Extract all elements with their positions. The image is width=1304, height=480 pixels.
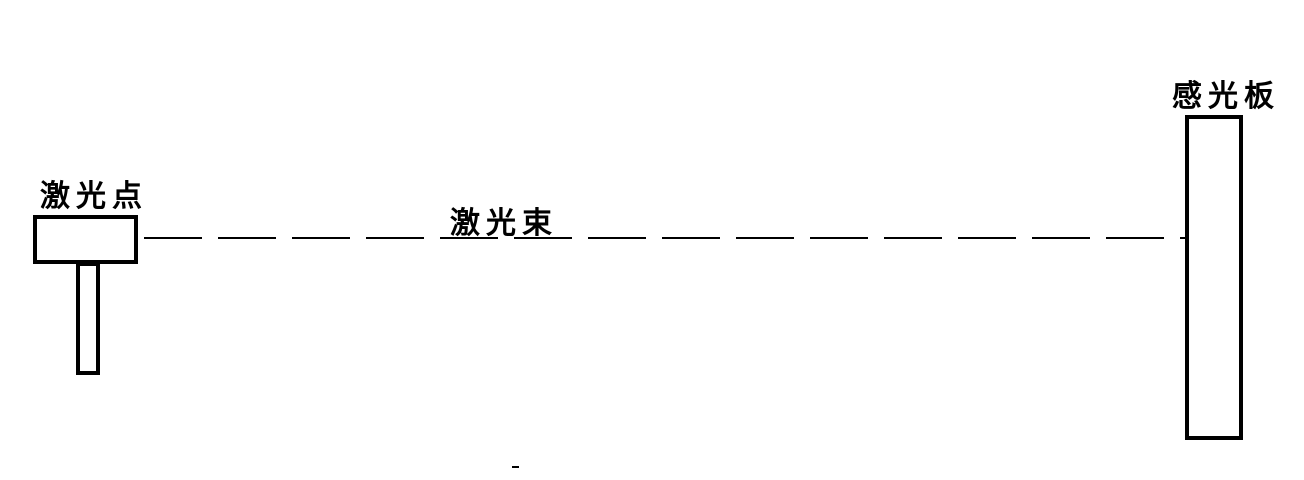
laser-beam-label: 激光束: [450, 206, 558, 241]
laser-point-label: 激光点: [40, 179, 148, 214]
sensor-plate: [1185, 115, 1243, 440]
laser-emitter-stand: [76, 262, 100, 375]
sensor-plate-label: 感光板: [1172, 79, 1280, 114]
laser-emitter-head: [33, 215, 138, 264]
laser-emitter: [33, 215, 138, 375]
